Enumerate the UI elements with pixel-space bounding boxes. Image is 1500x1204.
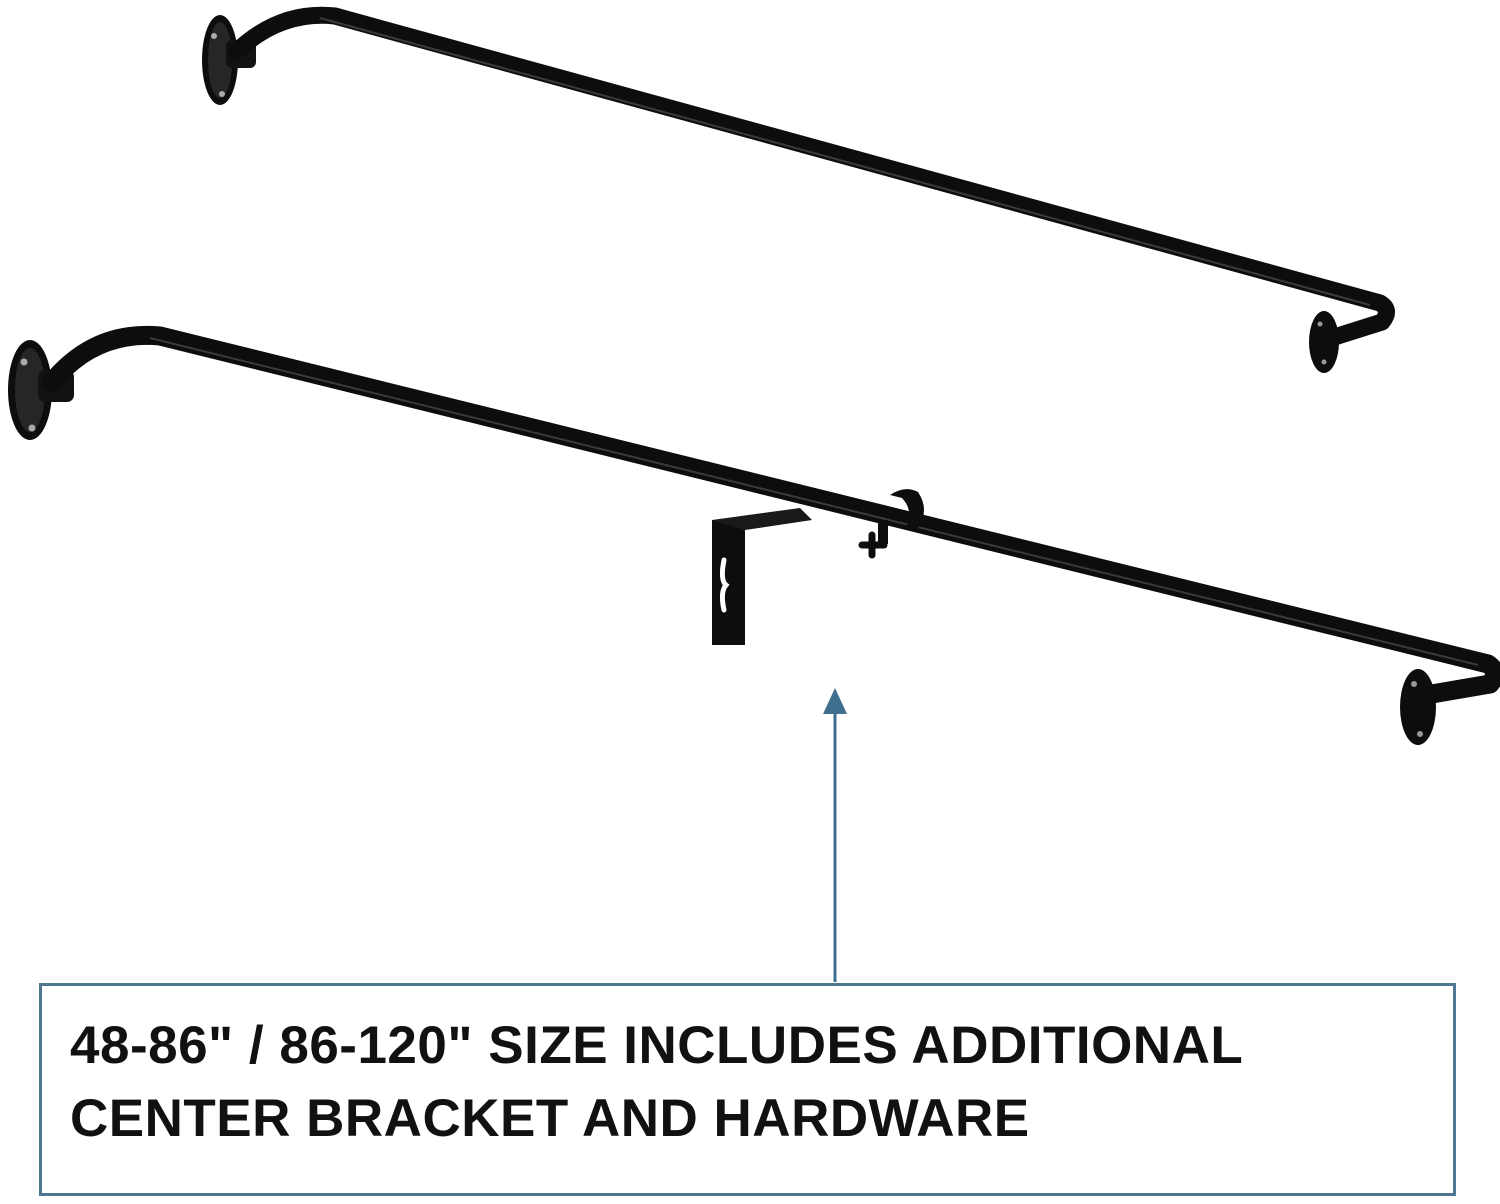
upper-rod-bar [227,6,1395,349]
center-bracket [712,489,924,645]
lower-rod-bar [42,325,1500,706]
lower-curtain-rod [8,325,1500,745]
caption-line-1: 48-86" / 86-120" SIZE INCLUDES ADDITIONA… [70,1016,1244,1075]
lower-rod-right-wall-plate [1400,669,1436,745]
upper-rod-right-wall-plate [1309,311,1339,373]
upper-curtain-rod [202,6,1395,373]
caption-line-2: CENTER BRACKET AND HARDWARE [70,1089,1030,1148]
arrow-up-icon [823,688,847,982]
upper-rod-left-wall-plate [202,15,256,105]
lower-rod-left-wall-plate [8,340,74,440]
caption-box: 48-86" / 86-120" SIZE INCLUDES ADDITIONA… [39,983,1456,1196]
